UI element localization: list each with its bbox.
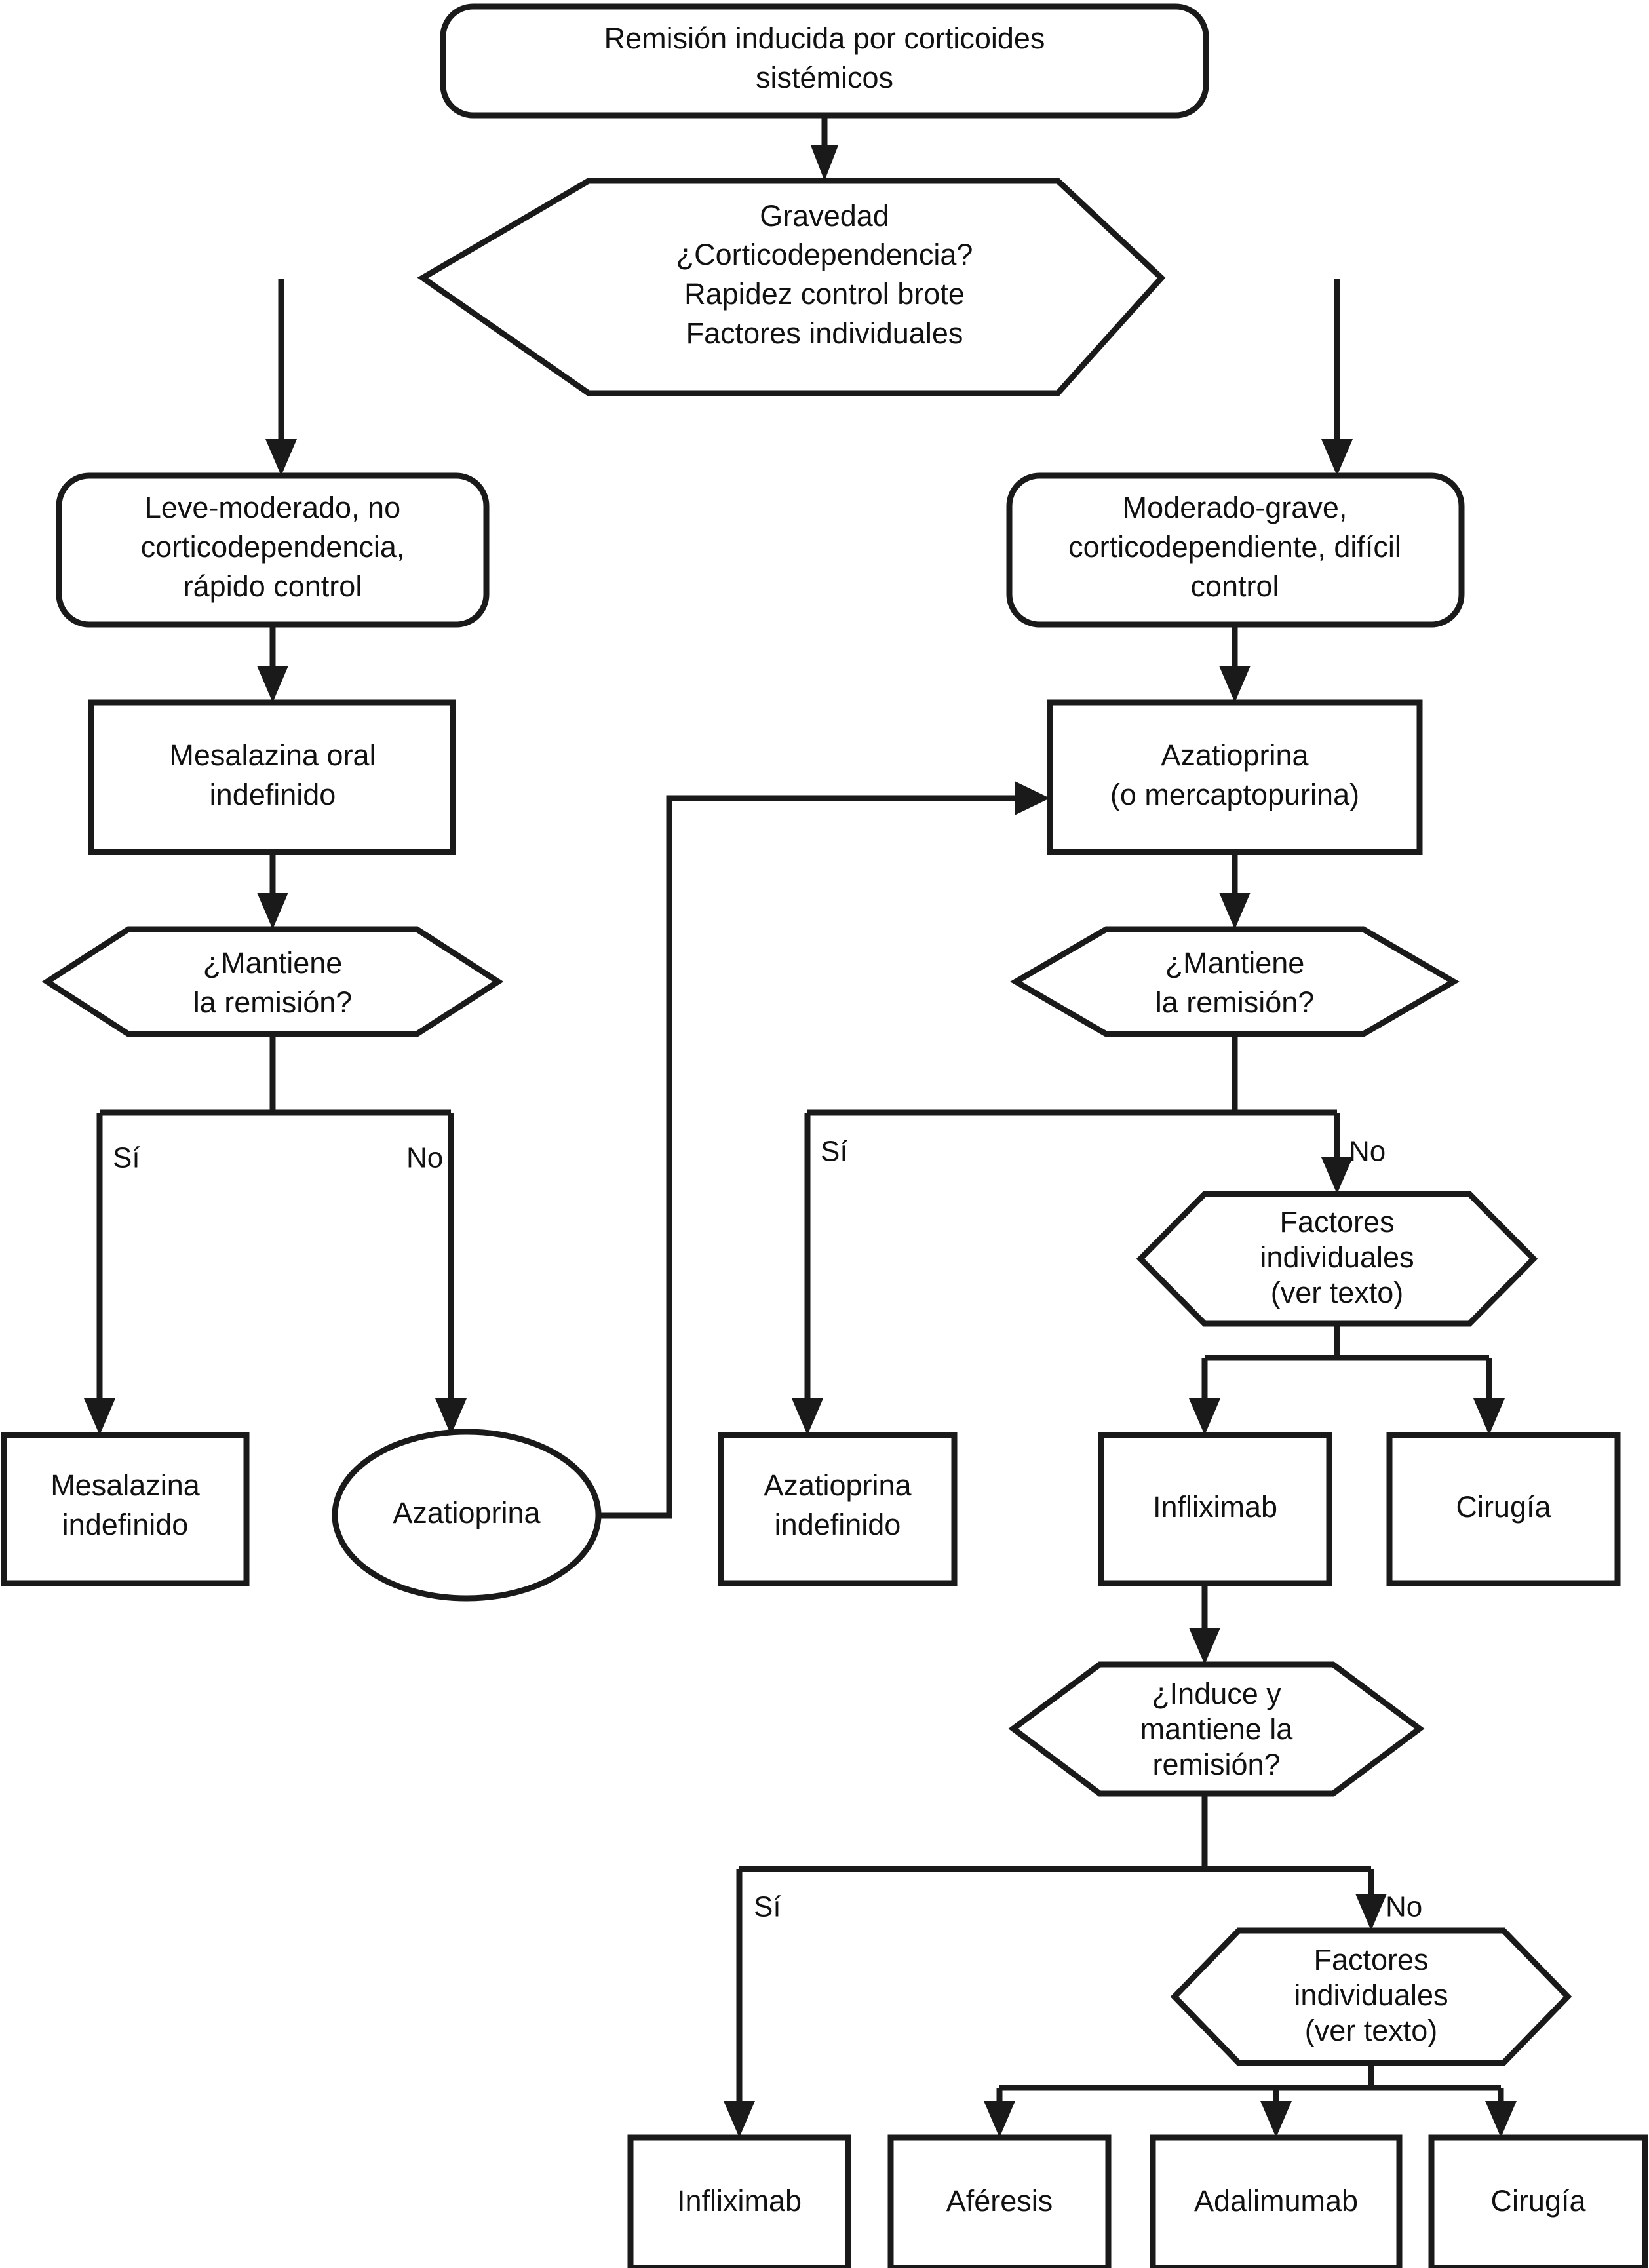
connector-maintains-left-split <box>84 1034 467 1435</box>
severe-line2: corticodependiente, difícil <box>1068 530 1401 564</box>
connector-maintains-right-split <box>792 1034 1353 1435</box>
mild-line2: corticodependencia, <box>141 530 405 564</box>
azathioprine-start-line2: (o mercaptopurina) <box>1110 778 1359 811</box>
induce-line1: ¿Induce y <box>1152 1677 1281 1710</box>
azathioprine-indef-line1: Azatioprina <box>764 1469 912 1502</box>
induce-line3: remisión? <box>1152 1748 1280 1781</box>
severity-line2: ¿Corticodependencia? <box>676 238 973 271</box>
apheresis-label: Aféresis <box>946 2184 1053 2218</box>
branch-label-right-yes: Sí <box>821 1136 848 1168</box>
mesalazine-indef-line1: Mesalazina <box>50 1469 201 1502</box>
node-mesalazine-indefinite[interactable]: Mesalazina indefinido <box>1 1432 250 1586</box>
node-apheresis[interactable]: Aféresis <box>887 2134 1112 2268</box>
branch-label-bottom-yes: Sí <box>754 1891 781 1923</box>
severe-line1: Moderado-grave, <box>1123 491 1348 524</box>
factors2-line3: (ver texto) <box>1305 2014 1438 2047</box>
azathioprine-indef-line2: indefinido <box>775 1508 901 1541</box>
connector-factors2-split <box>984 2063 1517 2138</box>
node-surgery-2[interactable]: Cirugía <box>1428 2134 1648 2268</box>
infliximab1-label: Infliximab <box>1153 1490 1277 1524</box>
node-azathioprine-indefinite[interactable]: Azatioprina indefinido <box>718 1432 958 1586</box>
adalimumab-label: Adalimumab <box>1194 2184 1358 2218</box>
surgery2-label: Cirugía <box>1490 2184 1586 2218</box>
branch-label-bottom-no: No <box>1386 1891 1422 1923</box>
branch-label-left-no: No <box>406 1142 443 1174</box>
mesalazine-oral-line1: Mesalazina oral <box>169 739 376 772</box>
node-mesalazine-oral[interactable]: Mesalazina oral indefinido <box>88 699 456 855</box>
connector-mesalazine-to-maintains <box>257 852 288 929</box>
mesalazine-indef-line2: indefinido <box>62 1508 189 1541</box>
azathioprine-oval-label: Azatioprina <box>393 1496 541 1529</box>
severe-line3: control <box>1190 569 1279 603</box>
connector-azathioprine-to-maintains <box>1219 852 1251 929</box>
connector-start-to-severity <box>811 115 838 181</box>
mild-line3: rápido control <box>184 569 362 603</box>
severity-line3: Rapidez control brote <box>684 277 965 311</box>
factors1-line3: (ver texto) <box>1271 1276 1404 1309</box>
node-severe-branch[interactable]: Moderado-grave, corticodependiente, difí… <box>1006 472 1465 628</box>
connector-infliximab1-to-induce <box>1189 1583 1220 1664</box>
surgery1-label: Cirugía <box>1456 1490 1551 1524</box>
node-individual-factors-2[interactable]: Factores individuales (ver texto) <box>1170 1927 1572 2066</box>
node-surgery-1[interactable]: Cirugía <box>1386 1432 1621 1586</box>
branch-label-left-yes: Sí <box>113 1142 140 1174</box>
node-azathioprine-oval[interactable]: Azatioprina <box>332 1429 602 1602</box>
mesalazine-oral-line2: indefinido <box>210 778 336 811</box>
infliximab2-label: Infliximab <box>677 2184 802 2218</box>
severity-line4: Factores individuales <box>686 317 963 350</box>
node-induces-decision[interactable]: ¿Induce y mantiene la remisión? <box>1008 1661 1425 1797</box>
connector-azathioprine-feedback-loop <box>598 781 1050 1519</box>
factors2-line2: individuales <box>1294 1978 1448 2012</box>
mild-line1: Leve-moderado, no <box>145 491 400 524</box>
connector-severity-to-severe <box>1321 279 1353 476</box>
factors1-line2: individuales <box>1260 1240 1414 1274</box>
maintains-left-line1: ¿Mantiene <box>203 946 343 980</box>
factors1-line1: Factores <box>1279 1205 1394 1239</box>
factors2-line1: Factores <box>1313 1943 1428 1976</box>
connector-induce-split <box>724 1794 1387 2138</box>
azathioprine-start-line1: Azatioprina <box>1161 739 1309 772</box>
connector-mild-to-mesalazine <box>257 625 288 702</box>
connector-factors1-split <box>1189 1324 1505 1435</box>
node-start-line2: sistémicos <box>756 61 893 94</box>
node-azathioprine-start[interactable]: Azatioprina (o mercaptopurina) <box>1047 699 1423 855</box>
maintains-left-line2: la remisión? <box>193 986 353 1019</box>
node-infliximab-2[interactable]: Infliximab <box>627 2134 851 2268</box>
induce-line2: mantiene la <box>1140 1712 1294 1746</box>
node-adalimumab[interactable]: Adalimumab <box>1150 2134 1403 2268</box>
maintains-right-line2: la remisión? <box>1155 986 1315 1019</box>
maintains-right-line1: ¿Mantiene <box>1165 946 1305 980</box>
node-infliximab-1[interactable]: Infliximab <box>1098 1432 1332 1586</box>
node-maintains-remission-right[interactable]: ¿Mantiene la remisión? <box>1010 926 1460 1037</box>
node-maintains-remission-left[interactable]: ¿Mantiene la remisión? <box>41 926 504 1037</box>
connector-severity-to-mild <box>265 279 297 476</box>
node-severity-decision[interactable]: Gravedad ¿Corticodependencia? Rapidez co… <box>417 178 1166 396</box>
branch-label-right-no: No <box>1349 1136 1386 1168</box>
node-start-line1: Remisión inducida por corticoides <box>604 22 1045 55</box>
severity-line1: Gravedad <box>760 199 889 233</box>
connector-severe-to-azathioprine <box>1219 625 1251 702</box>
node-mild-branch[interactable]: Leve-moderado, no corticodependencia, rá… <box>56 472 490 628</box>
node-individual-factors-1[interactable]: Factores individuales (ver texto) <box>1136 1191 1538 1327</box>
node-start[interactable]: Remisión inducida por corticoides sistém… <box>440 3 1209 119</box>
